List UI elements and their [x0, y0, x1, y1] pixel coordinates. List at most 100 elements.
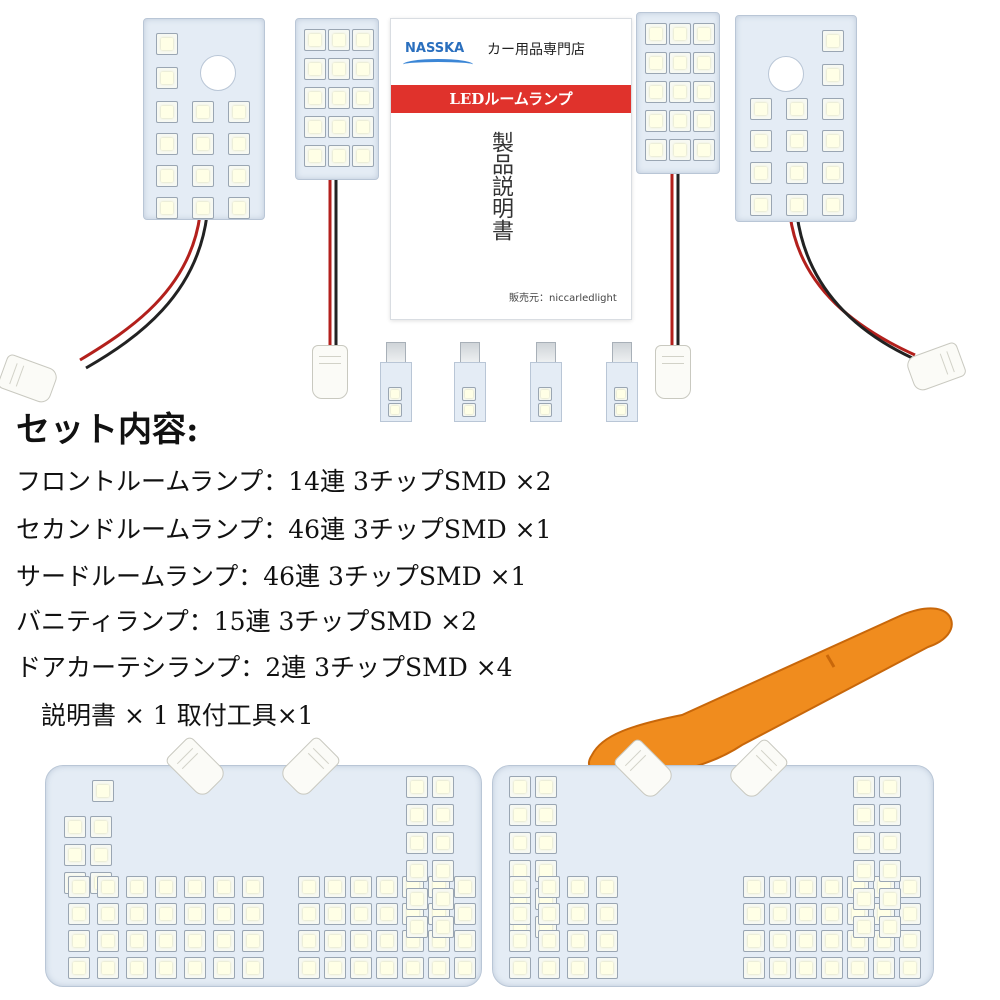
smd-led-chip — [432, 832, 454, 854]
smd-led-chip — [184, 903, 206, 925]
smd-led-chip — [596, 903, 618, 925]
vanity-lamp-left — [295, 18, 379, 180]
smd-led-chip — [879, 888, 901, 910]
smd-led-chip — [428, 957, 450, 979]
smd-led-chip — [156, 67, 178, 89]
spec-line-third: サードルームランプ：46連 3チップSMD ×1 — [16, 562, 527, 591]
smd-led-chip — [821, 903, 843, 925]
smd-led-chip — [155, 876, 177, 898]
smd-led-chip — [68, 930, 90, 952]
smd-led-chip — [879, 916, 901, 938]
smd-led-chip — [454, 876, 476, 898]
smd-led-chip — [352, 58, 374, 80]
smd-led-chip — [873, 957, 895, 979]
smd-led-chip — [90, 844, 112, 866]
smd-led-chip — [352, 145, 374, 167]
smd-led-chip — [693, 23, 715, 45]
smd-led-chip — [899, 957, 921, 979]
smd-led-chip — [432, 776, 454, 798]
smd-led-chip — [669, 139, 691, 161]
door-courtesy-bulb — [528, 342, 562, 422]
smd-led-chip — [406, 916, 428, 938]
smd-led-chip — [242, 930, 264, 952]
leaflet-title: 製品説明書 — [488, 131, 513, 241]
smd-led-chip — [376, 957, 398, 979]
smd-led-chip — [156, 101, 178, 123]
smd-led-chip — [156, 165, 178, 187]
mounting-hole — [200, 55, 236, 91]
smd-led-chip — [328, 58, 350, 80]
smd-led-chip — [328, 87, 350, 109]
smd-led-chip — [645, 52, 667, 74]
smd-led-chip — [750, 98, 772, 120]
smd-led-chip — [795, 930, 817, 952]
smd-led-chip — [64, 844, 86, 866]
smd-led-chip — [402, 957, 424, 979]
smd-led-chip — [328, 116, 350, 138]
smd-led-chip — [669, 52, 691, 74]
smd-led-chip — [669, 23, 691, 45]
smd-led-chip — [298, 957, 320, 979]
smd-led-chip — [242, 876, 264, 898]
smd-led-chip — [567, 903, 589, 925]
smd-led-chip — [693, 81, 715, 103]
smd-led-chip — [68, 876, 90, 898]
smd-led-chip — [786, 162, 808, 184]
smd-led-chip — [298, 903, 320, 925]
smd-led-chip — [853, 916, 875, 938]
smd-led-chip — [213, 957, 235, 979]
smd-led-chip — [769, 957, 791, 979]
smd-led-chip — [156, 133, 178, 155]
smd-led-chip — [596, 930, 618, 952]
smd-led-chip — [750, 130, 772, 152]
smd-led-chip — [538, 876, 560, 898]
smd-led-chip — [184, 876, 206, 898]
smd-led-chip — [693, 52, 715, 74]
smd-led-chip — [192, 197, 214, 219]
smd-led-chip — [853, 776, 875, 798]
smd-led-chip — [795, 957, 817, 979]
smd-led-chip — [406, 804, 428, 826]
smd-led-chip — [821, 876, 843, 898]
smd-led-chip — [324, 876, 346, 898]
smd-led-chip — [350, 903, 372, 925]
smd-led-chip — [879, 776, 901, 798]
smd-led-chip — [853, 888, 875, 910]
smd-led-chip — [376, 903, 398, 925]
smd-led-chip — [213, 903, 235, 925]
smd-led-chip — [645, 81, 667, 103]
smd-led-chip — [899, 930, 921, 952]
smd-led-chip — [126, 957, 148, 979]
door-courtesy-bulb — [378, 342, 412, 422]
smd-led-chip — [242, 903, 264, 925]
t10-socket — [655, 345, 691, 399]
smd-led-chip — [242, 957, 264, 979]
smd-led-chip — [645, 139, 667, 161]
contents-heading: セット内容: — [16, 410, 199, 450]
smd-led-chip — [304, 29, 326, 51]
smd-led-chip — [64, 816, 86, 838]
smd-led-chip — [769, 930, 791, 952]
smd-led-chip — [352, 87, 374, 109]
front-room-lamp-left — [143, 18, 265, 220]
smd-led-chip — [350, 957, 372, 979]
smd-led-chip — [822, 162, 844, 184]
smd-led-chip — [192, 101, 214, 123]
smd-led-chip — [432, 860, 454, 882]
mounting-hole — [768, 56, 804, 92]
smd-led-chip — [192, 133, 214, 155]
smd-led-chip — [352, 29, 374, 51]
smd-led-chip — [432, 916, 454, 938]
smd-led-chip — [769, 903, 791, 925]
smd-led-chip — [567, 930, 589, 952]
smd-led-chip — [596, 957, 618, 979]
smd-led-chip — [879, 832, 901, 854]
smd-led-chip — [769, 876, 791, 898]
smd-led-chip — [879, 860, 901, 882]
smd-led-chip — [899, 876, 921, 898]
spec-line-front: フロントルームランプ：14連 3チップSMD ×2 — [16, 467, 552, 496]
smd-led-chip — [899, 903, 921, 925]
smd-led-chip — [324, 957, 346, 979]
smd-led-chip — [853, 804, 875, 826]
smd-led-chip — [509, 776, 531, 798]
